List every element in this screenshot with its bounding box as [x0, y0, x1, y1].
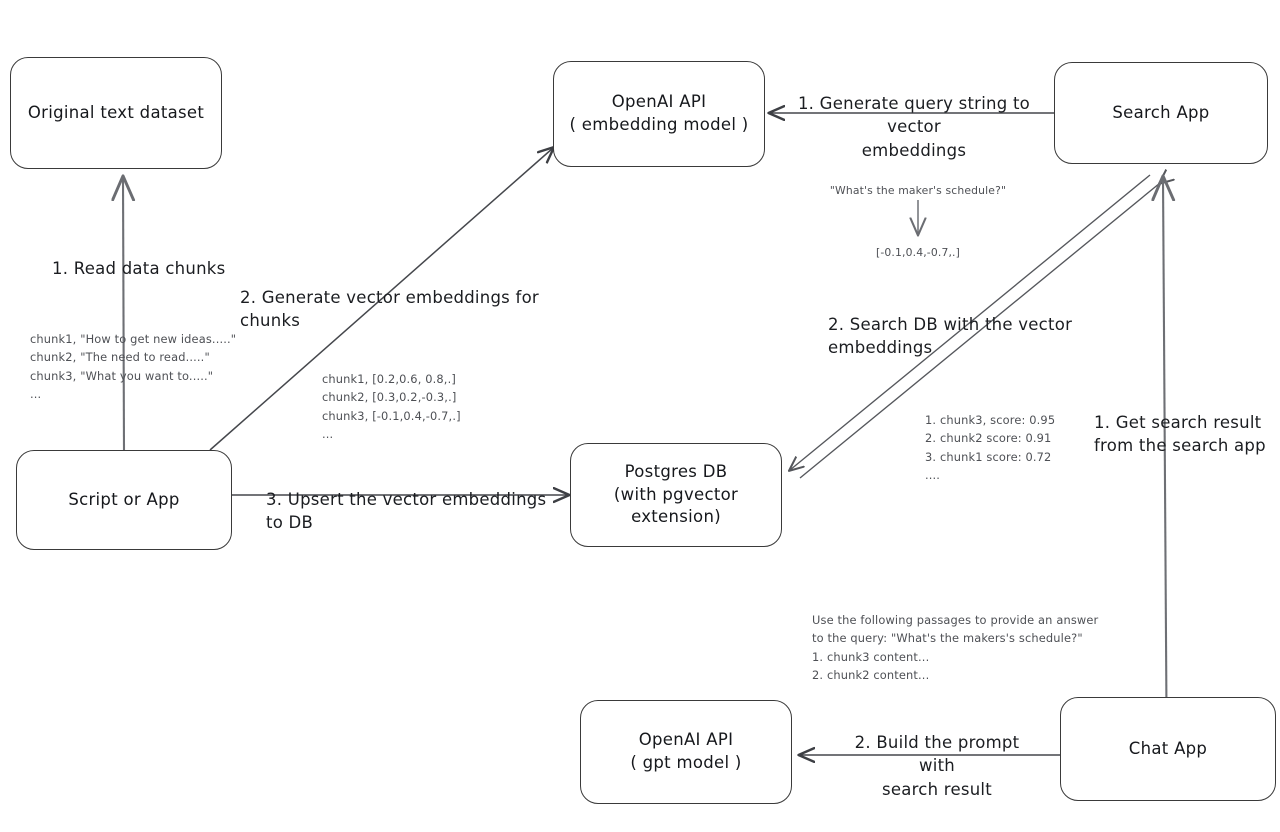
- node-postgres-db[interactable]: Postgres DB (with pgvector extension): [570, 443, 782, 547]
- note-chunk-embeddings: chunk1, [0.2,0.6, 0.8,.] chunk2, [0.3,0.…: [322, 372, 461, 442]
- edge-label-upsert-to-db: 3. Upsert the vector embeddings to DB: [266, 490, 547, 533]
- edge-generate-vector-embeddings: [209, 148, 553, 451]
- node-search-app-label: Search App: [1112, 102, 1210, 122]
- node-openai-gpt-api-line1: OpenAI API: [638, 730, 734, 750]
- node-chat-app[interactable]: Chat App: [1060, 697, 1276, 801]
- node-original-text-dataset-label: Original text dataset: [27, 102, 205, 122]
- node-openai-gpt-api-line2: ( gpt model ): [630, 753, 742, 772]
- note-query-embedding: [-0.1,0.4,-0.7,.]: [875, 246, 960, 259]
- edge-read-data-chunks: [123, 178, 124, 453]
- node-postgres-db-line2: (with pgvector extension): [613, 484, 739, 527]
- edge-get-search-result: [1163, 178, 1167, 791]
- note-search-results: 1. chunk3, score: 0.95 2. chunk2 score: …: [925, 413, 1056, 483]
- edge-search-db: [790, 175, 1160, 479]
- edge-label-generate-vector-embeddings: 2. Generate vector embeddings for chunks: [240, 288, 539, 331]
- edge-label-read-data-chunks: 1. Read data chunks: [52, 259, 226, 278]
- note-query-text: "What's the maker's schedule?": [829, 184, 1007, 197]
- node-openai-gpt-api[interactable]: OpenAI API ( gpt model ): [580, 700, 792, 804]
- edge-label-generate-query-string: 1. Generate query string to vector embed…: [797, 94, 1031, 160]
- node-script-or-app[interactable]: Script or App: [16, 450, 232, 550]
- node-script-or-app-label: Script or App: [68, 489, 180, 509]
- node-openai-embedding-api[interactable]: OpenAI API ( embedding model ): [553, 61, 765, 167]
- node-postgres-db-line1: Postgres DB: [624, 461, 728, 481]
- edge-label-get-search-result: 1. Get search result from the search app: [1094, 413, 1266, 456]
- edge-label-build-prompt: 2. Build the prompt with search result: [854, 733, 1020, 799]
- node-openai-embedding-api-line1: OpenAI API: [611, 92, 707, 112]
- note-prompt-text: Use the following passages to provide an…: [812, 613, 1099, 683]
- node-search-app[interactable]: Search App: [1054, 62, 1268, 164]
- note-source-chunks: chunk1, "How to get new ideas....." chun…: [30, 332, 237, 402]
- node-openai-embedding-api-line2: ( embedding model ): [569, 115, 749, 134]
- edge-label-search-db: 2. Search DB with the vector embeddings: [828, 315, 1073, 358]
- node-original-text-dataset[interactable]: Original text dataset: [10, 57, 222, 169]
- node-chat-app-label: Chat App: [1128, 738, 1208, 758]
